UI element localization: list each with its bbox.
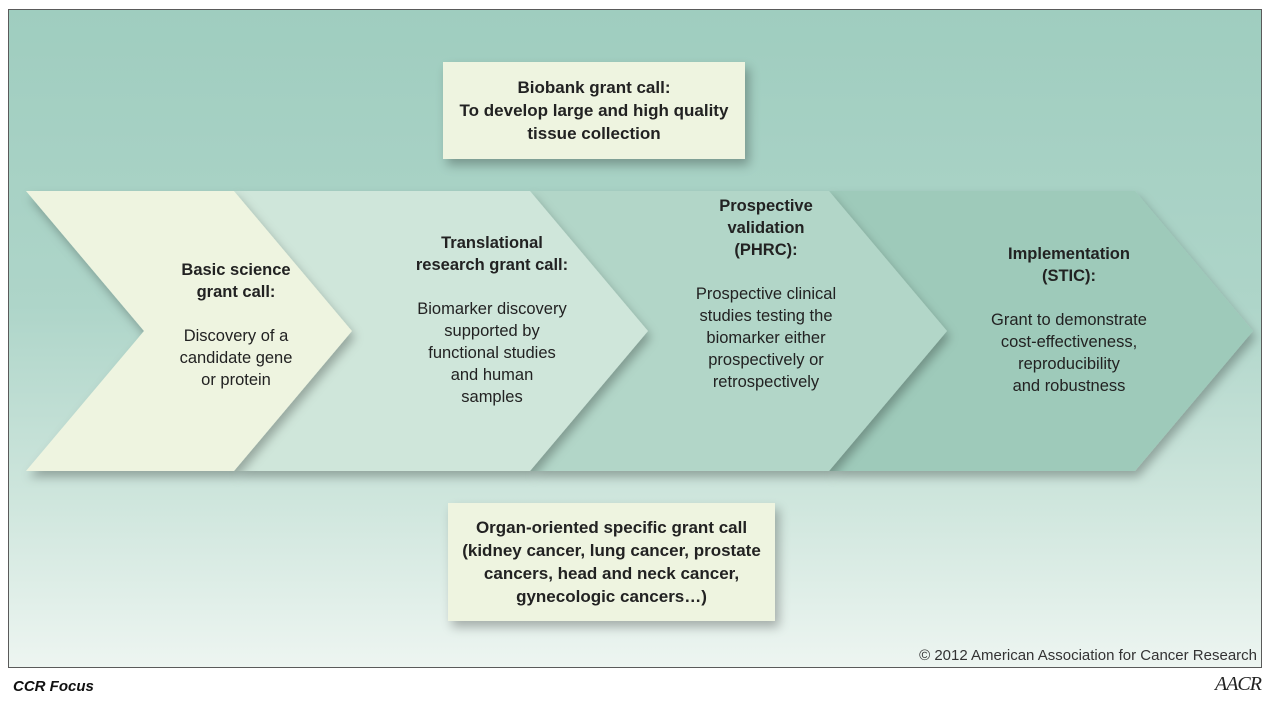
biobank-grant-text: Biobank grant call: To develop large and… — [460, 76, 729, 145]
stage-title-line: research grant call: — [415, 256, 569, 274]
copyright-notice: © 2012 American Association for Cancer R… — [919, 647, 1257, 664]
stage-body: Prospective clinical studies testing the… — [671, 283, 861, 393]
stage-title: Prospective validation (PHRC): — [671, 195, 861, 261]
stage-body-line: and human — [450, 366, 534, 384]
stage-body-line: cost-effectiveness, — [1000, 333, 1138, 351]
journal-name: CCR Focus — [13, 678, 94, 695]
stage-basic-science: Basic science grant call: Discovery of a… — [146, 259, 326, 391]
diagram-frame: Biobank grant call: To develop large and… — [8, 9, 1262, 668]
stage-body-line: candidate gene — [179, 349, 293, 367]
stage-body-line: Prospective clinical — [695, 285, 837, 303]
stage-body-line: supported by — [444, 322, 540, 340]
stage-title-line: Prospective — [719, 197, 813, 215]
stage-title-line: (STIC): — [1041, 267, 1097, 285]
biobank-grant-box: Biobank grant call: To develop large and… — [443, 62, 745, 159]
stage-translational: Translational research grant call: Bioma… — [387, 232, 597, 408]
biobank-line: To develop large and high quality — [459, 101, 729, 120]
stage-title: Basic science grant call: — [146, 259, 326, 303]
stage-body-line: functional studies — [428, 344, 556, 362]
stage-title-line: grant call: — [196, 283, 276, 301]
organ-grant-line: cancers, head and neck cancer, — [483, 564, 740, 583]
stage-body-line: samples — [461, 388, 523, 406]
stage-body-line: studies testing the — [699, 307, 833, 325]
stage-body-line: and robustness — [1012, 377, 1126, 395]
organ-grant-line: (kidney cancer, lung cancer, prostate — [462, 541, 761, 560]
stage-body: Grant to demonstrate cost-effectiveness,… — [959, 309, 1179, 397]
stage-body: Biomarker discovery supported by functio… — [387, 298, 597, 408]
stage-body-line: or protein — [201, 371, 271, 389]
stage-title-line: validation — [727, 219, 805, 237]
biobank-line: Biobank grant call: — [517, 78, 671, 97]
stage-title: Implementation (STIC): — [959, 243, 1179, 287]
stage-title: Translational research grant call: — [387, 232, 597, 276]
stage-body-line: Discovery of a — [183, 327, 289, 345]
organ-grant-line: Organ-oriented specific grant call — [475, 518, 748, 537]
stage-body-line: reproducibility — [1018, 355, 1120, 373]
organ-grant-line: gynecologic cancers…) — [516, 587, 707, 606]
stage-body-line: prospectively or — [708, 351, 824, 369]
biobank-line: tissue collection — [527, 124, 661, 143]
stage-title-line: Translational — [441, 234, 543, 252]
chevron-flow — [26, 191, 1253, 471]
stage-body-line: biomarker either — [706, 329, 826, 347]
stage-body-line: Biomarker discovery — [417, 300, 567, 318]
organ-oriented-grant-box: Organ-oriented specific grant call (kidn… — [448, 503, 775, 621]
stage-implementation: Implementation (STIC): Grant to demonstr… — [959, 243, 1179, 397]
organ-oriented-grant-text: Organ-oriented specific grant call (kidn… — [462, 516, 761, 608]
chevron-translational — [234, 191, 648, 471]
stage-title-line: Basic science — [181, 261, 291, 279]
stage-title-line: Implementation — [1008, 245, 1130, 263]
stage-title-line: (PHRC): — [734, 241, 798, 259]
stage-body-line: Grant to demonstrate — [991, 311, 1147, 329]
aacr-logo: AACR — [1215, 673, 1262, 695]
stage-body-line: retrospectively — [712, 373, 820, 391]
stage-body: Discovery of a candidate gene or protein — [146, 325, 326, 391]
chevron-implementation — [829, 191, 1253, 471]
chevron-basic-science — [26, 191, 352, 471]
chevron-prospective-validation — [530, 191, 947, 471]
stage-prospective-validation: Prospective validation (PHRC): Prospecti… — [671, 195, 861, 393]
